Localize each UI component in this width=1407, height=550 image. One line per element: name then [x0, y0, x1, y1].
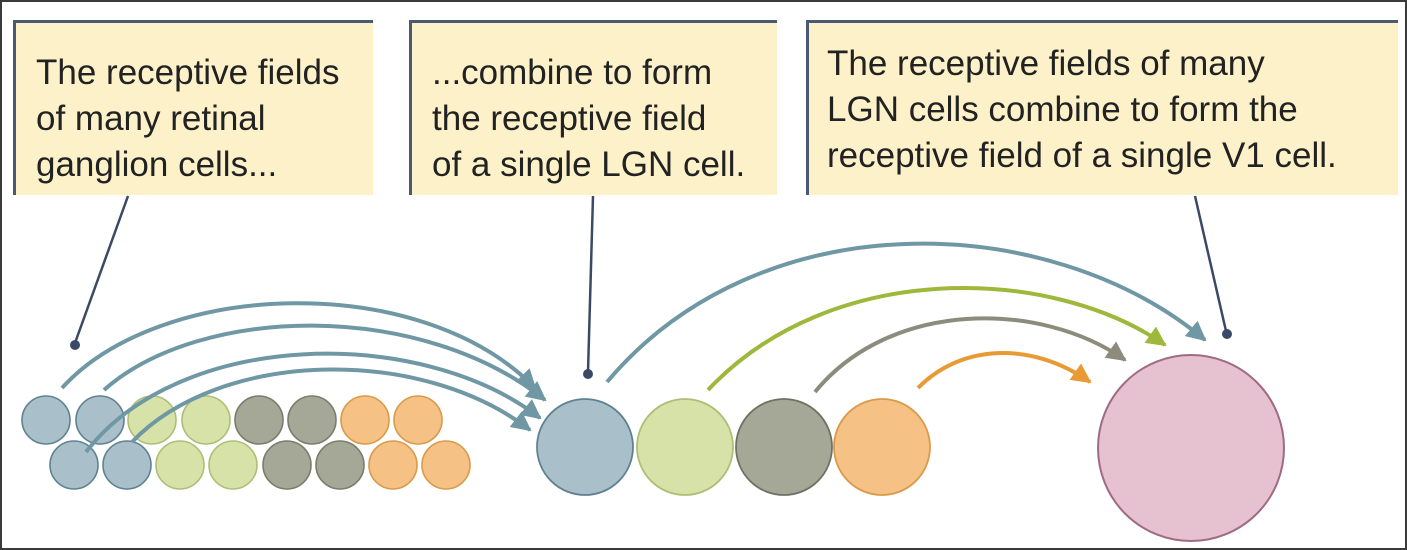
- callout-line: receptive field of a single V1 cell.: [827, 136, 1337, 175]
- callout-line: ...combine to form: [432, 53, 713, 92]
- ganglion-cell: [262, 440, 312, 490]
- ganglion-cell: [287, 395, 337, 445]
- ganglion-cell: [340, 395, 390, 445]
- arrow-lgn-blue-to-v1: [605, 241, 1207, 384]
- ganglion-cell: [315, 440, 365, 490]
- callout-line: The receptive fields: [36, 53, 340, 92]
- leader-dot-ganglion: [70, 340, 80, 350]
- arrow-ganglion-to-lgn: [102, 323, 547, 402]
- ganglion-cell: [102, 440, 152, 490]
- ganglion-cell: [49, 440, 99, 490]
- ganglion-to-lgn-arrows: [60, 301, 547, 454]
- ganglion-cell: [75, 395, 125, 445]
- callout-v1-cell: The receptive fields of many LGN cells c…: [806, 20, 1398, 195]
- callout-line: The receptive fields of many: [827, 44, 1265, 83]
- arrow-ganglion-to-lgn: [84, 351, 542, 454]
- ganglion-cell: [421, 440, 471, 490]
- callout-line: of a single LGN cell.: [432, 145, 746, 184]
- ganglion-cell: [21, 395, 71, 445]
- lgn-cells: [536, 398, 931, 496]
- leader-line-lgn: [586, 195, 595, 373]
- ganglion-cell: [155, 440, 205, 490]
- arrow-ganglion-to-lgn: [130, 367, 532, 444]
- lgn-cell-blue: [536, 398, 634, 496]
- ganglion-cell: [234, 395, 284, 445]
- leader-dot-lgn: [583, 369, 593, 379]
- callout-lgn-cell: ...combine to form the receptive field o…: [409, 20, 777, 195]
- leader-dot-v1: [1222, 329, 1232, 339]
- arrow-ganglion-to-lgn: [60, 301, 537, 390]
- ganglion-cell: [208, 440, 258, 490]
- callout-line: LGN cells combine to form the: [827, 90, 1298, 129]
- callout-ganglion-cells: The receptive fields of many retinal gan…: [13, 20, 373, 195]
- callout-line: the receptive field: [432, 99, 707, 138]
- lgn-cell-orange: [833, 398, 931, 496]
- arrow-lgn-orange-to-v1: [916, 350, 1092, 390]
- callout-line: ganglion cells...: [36, 145, 278, 184]
- leader-line-v1: [1193, 195, 1228, 332]
- lgn-to-v1-arrows: [605, 241, 1207, 394]
- callout-line: of many retinal: [36, 99, 266, 138]
- ganglion-cell: [393, 395, 443, 445]
- lgn-cell-green: [636, 398, 734, 496]
- ganglion-cell: [181, 395, 231, 445]
- leader-line-ganglion: [73, 195, 130, 344]
- lgn-cell-gray: [735, 398, 833, 496]
- retinal-ganglion-cells: [21, 395, 471, 490]
- leader-lines: [70, 195, 1232, 379]
- arrow-lgn-green-to-v1: [706, 286, 1167, 392]
- v1-cell: [1097, 354, 1285, 542]
- ganglion-cell: [368, 440, 418, 490]
- arrow-lgn-gray-to-v1: [813, 316, 1127, 394]
